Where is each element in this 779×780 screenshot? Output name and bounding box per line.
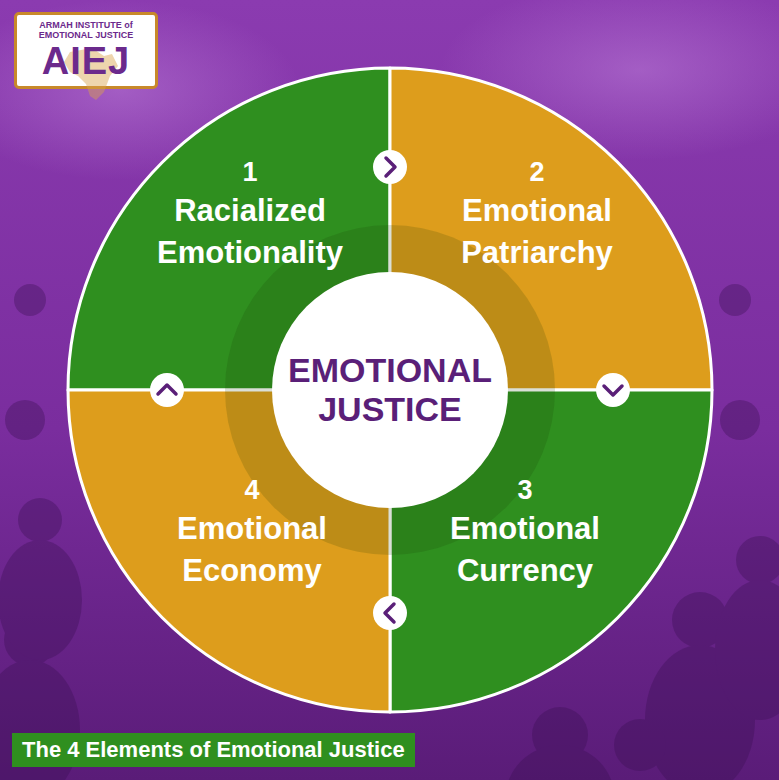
logo-box: ARMAH INSTITUTE of EMOTIONAL JUSTICEAIEJ xyxy=(14,12,158,89)
quadrant-segment: 1Racialized Emotionality xyxy=(68,68,390,390)
quadrant-label: 2Emotional Patriarchy xyxy=(424,155,650,274)
element-number: 3 xyxy=(412,473,638,508)
element-name: Racialized Emotionality xyxy=(137,190,363,274)
quadrant-label: 3Emotional Currency xyxy=(412,473,638,592)
element-name: Emotional Economy xyxy=(139,508,365,592)
africa-shape xyxy=(64,48,118,100)
center-disc xyxy=(272,272,508,508)
logo-arc-text: ARMAH INSTITUTE of EMOTIONAL JUSTICE xyxy=(22,20,150,41)
element-name: Emotional Currency xyxy=(412,508,638,592)
element-number: 1 xyxy=(137,155,363,190)
shadow-ring xyxy=(225,225,555,555)
element-number: 2 xyxy=(424,155,650,190)
chevron-disc xyxy=(373,150,407,184)
chevron-disc xyxy=(596,373,630,407)
center-label: EMOTIONAL JUSTICE xyxy=(278,351,502,429)
quadrant-shape xyxy=(390,390,712,712)
logo-initials: AIEJ xyxy=(42,41,130,83)
quadrant-segment: 3Emotional Currency xyxy=(390,390,712,712)
center-circle: EMOTIONAL JUSTICE xyxy=(272,272,508,508)
flow-chevron xyxy=(386,158,395,176)
element-name: Emotional Patriarchy xyxy=(424,190,650,274)
chevron-disc xyxy=(150,373,184,407)
center-title: EMOTIONAL JUSTICE xyxy=(278,351,502,429)
flow-chevron xyxy=(604,386,622,395)
caption-band: The 4 Elements of Emotional Justice xyxy=(12,733,415,767)
caption-text: The 4 Elements of Emotional Justice xyxy=(22,737,405,763)
element-number: 4 xyxy=(139,473,365,508)
quadrant-segment: 4Emotional Economy xyxy=(68,390,390,712)
quadrant-shape xyxy=(68,390,390,712)
flow-chevron xyxy=(385,604,394,622)
chevron-disc xyxy=(373,596,407,630)
quadrant-segment: 2Emotional Patriarchy xyxy=(390,68,712,390)
quadrant-shape xyxy=(390,68,712,390)
quadrant-label: 1Racialized Emotionality xyxy=(137,155,363,274)
quadrant-label: 4Emotional Economy xyxy=(139,473,365,592)
flow-chevron xyxy=(158,385,176,394)
quadrant-shape xyxy=(68,68,390,390)
